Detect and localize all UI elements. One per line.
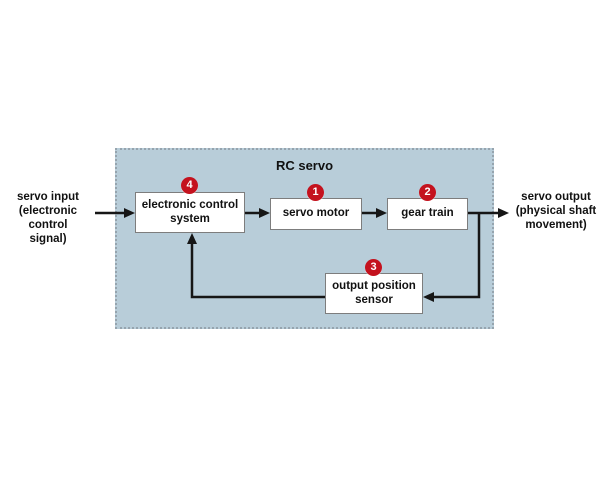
arrowhead-output bbox=[498, 208, 509, 218]
diagram-title: RC servo bbox=[275, 158, 334, 173]
servo-input-label: servo input (electronic control signal) bbox=[0, 190, 96, 246]
servo-input-line1: servo input bbox=[17, 191, 79, 203]
servo-output-line3: movement) bbox=[525, 219, 587, 231]
block-electronic-control-system: electronic control system bbox=[135, 192, 245, 233]
badge-4: 4 bbox=[181, 177, 198, 194]
arrowhead-into-motor bbox=[259, 208, 270, 218]
block-servo-motor: servo motor bbox=[270, 198, 362, 230]
servo-output-line1: servo output bbox=[521, 191, 591, 203]
servo-output-line2: (physical shaft bbox=[515, 205, 597, 217]
arrowhead-into-gear bbox=[376, 208, 387, 218]
servo-input-line2: (electronic control bbox=[18, 205, 78, 231]
block-label: gear train bbox=[401, 207, 454, 220]
wire-branch-to-sensor bbox=[432, 213, 481, 299]
badge-1: 1 bbox=[307, 184, 324, 201]
arrowhead-into-sensor bbox=[423, 292, 434, 302]
block-label: servo motor bbox=[282, 207, 350, 220]
arrowhead-into-ecs bbox=[124, 208, 135, 218]
servo-input-line3: signal) bbox=[29, 233, 67, 245]
arrowhead-feedback-into-ecs bbox=[187, 233, 197, 244]
badge-2: 2 bbox=[419, 184, 436, 201]
block-output-position-sensor: output position sensor bbox=[325, 273, 423, 314]
block-label: output position sensor bbox=[332, 279, 416, 306]
block-label: electronic control system bbox=[141, 198, 239, 225]
block-gear-train: gear train bbox=[387, 198, 468, 230]
badge-3: 3 bbox=[365, 259, 382, 276]
servo-output-label: servo output (physical shaft movement) bbox=[512, 190, 600, 232]
wire-feedback bbox=[190, 242, 325, 299]
